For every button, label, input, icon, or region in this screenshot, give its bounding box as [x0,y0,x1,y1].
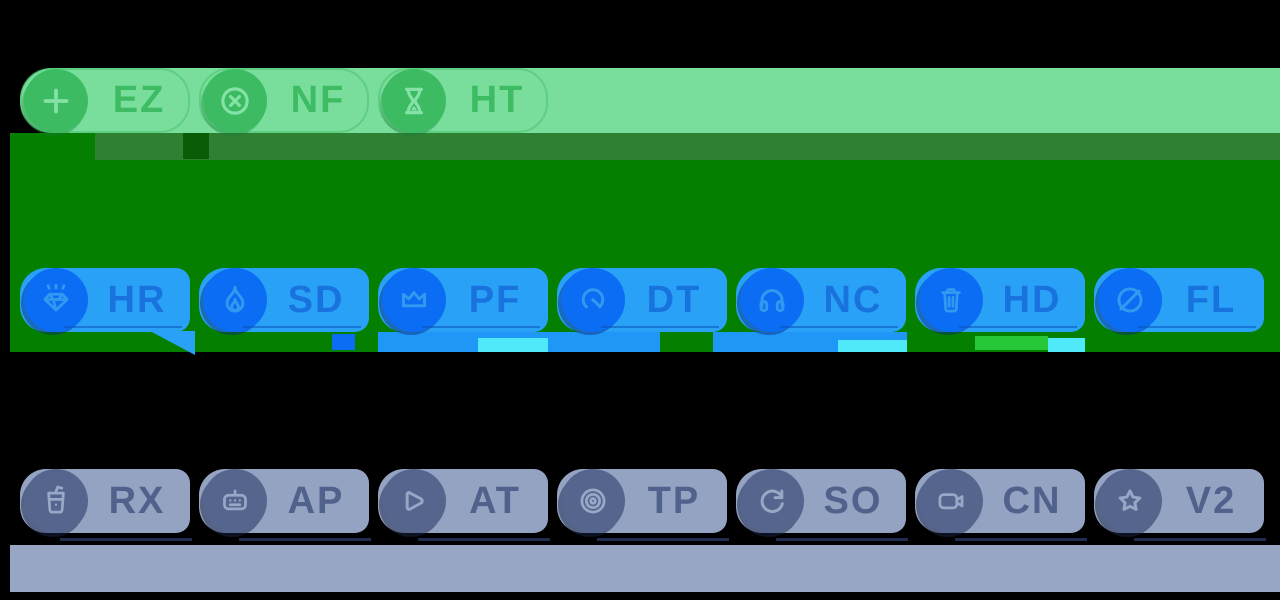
gauge-icon [561,268,625,332]
debris-blue-square [332,334,355,350]
debris-cyan-block [478,338,548,352]
chip-label: AT [469,480,521,522]
chip-label: RX [108,480,166,522]
chip-rx[interactable]: RX [20,469,192,541]
camera-icon [919,469,983,533]
chip-label: CN [1002,480,1062,522]
debris-green-block [975,336,1048,350]
star-icon [1098,469,1162,533]
chip-label: V2 [1185,480,1237,522]
chip-hd[interactable]: HD [915,268,1085,332]
chip-pf[interactable]: PF [378,268,548,332]
plus-icon [24,69,88,133]
crown-icon [382,268,446,332]
hidden-icon [1098,268,1162,332]
target-icon [561,469,625,533]
chip-v2[interactable]: V2 [1094,469,1266,541]
chip-label: HD [1002,279,1062,321]
chip-nf[interactable]: NF [199,68,369,133]
olive-notch [183,133,209,159]
chip-ht[interactable]: HT [378,68,548,133]
chip-fl[interactable]: FL [1094,268,1264,332]
headphones-icon [740,268,804,332]
hourglass-icon [382,69,446,133]
chip-ap[interactable]: AP [199,469,371,541]
olive-strip [95,133,1280,160]
chip-label: SD [287,279,345,321]
refresh-icon [740,469,804,533]
chip-hr[interactable]: HR [20,268,190,332]
drink-icon [24,469,88,533]
chip-tp[interactable]: TP [557,469,729,541]
chip-nc[interactable]: NC [736,268,906,332]
gamepad-icon [203,469,267,533]
chip-cn[interactable]: CN [915,469,1087,541]
debris-cyan-block [838,340,907,352]
chip-label: HT [469,79,525,121]
chip-dt[interactable]: DT [557,268,727,332]
chip-label: HR [107,279,167,321]
chip-tail [150,331,195,355]
flame-icon [203,268,267,332]
slate-band [10,545,1280,592]
chip-label: SO [823,480,883,522]
chip-label: AP [287,480,345,522]
chip-at[interactable]: AT [378,469,550,541]
play-icon [382,469,446,533]
trash-icon [919,268,983,332]
x-circle-icon [203,69,267,133]
chip-ez[interactable]: EZ [20,68,190,133]
chip-label: FL [1185,279,1237,321]
chip-label: PF [468,279,522,321]
debris-cyan-block [1048,338,1085,352]
chip-so[interactable]: SO [736,469,908,541]
chip-sd[interactable]: SD [199,268,369,332]
chip-label: NF [290,79,346,121]
chip-label: NC [823,279,883,321]
chip-label: DT [646,279,702,321]
gem-icon [24,268,88,332]
chip-label: TP [647,480,701,522]
chip-label: EZ [112,79,166,121]
